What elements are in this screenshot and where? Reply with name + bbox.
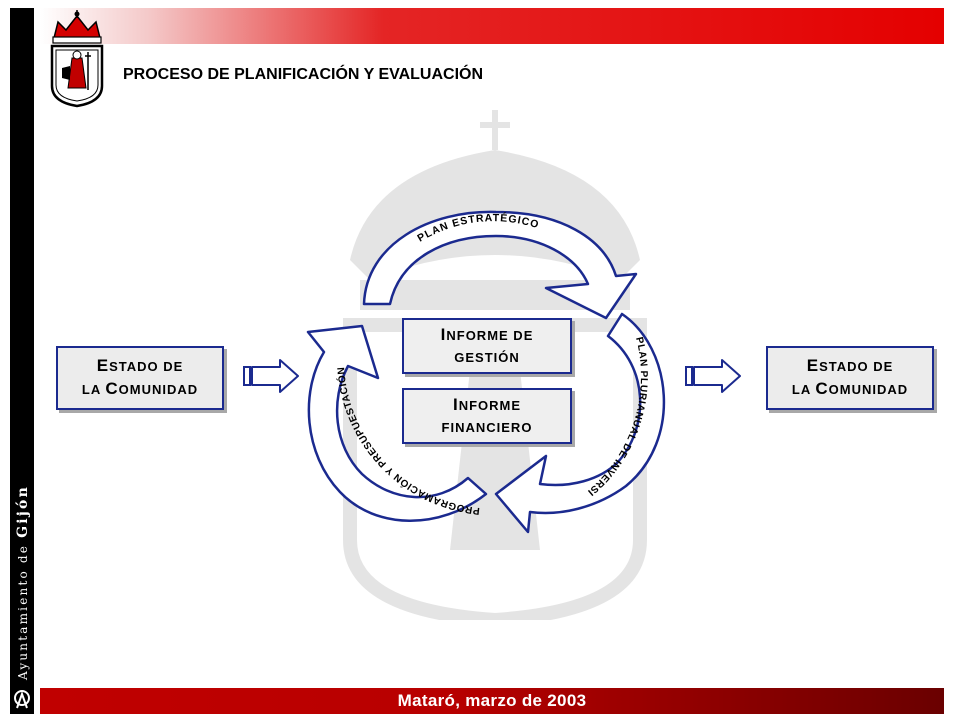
box-estado-comunidad-right: ESTADO DE LA COMUNIDAD <box>766 346 934 410</box>
arc-arrow-plan-plurianual <box>494 312 666 534</box>
sidebar-text-prefix: Ayuntamiento de <box>16 538 30 681</box>
left-block-arrow <box>243 359 299 393</box>
box-informe-gestion: INFORME DE GESTIÓN <box>402 318 572 374</box>
coat-of-arms-logo <box>50 10 104 108</box>
inner-top-line2: GESTIÓN <box>454 349 520 365</box>
inner-bottom-line2: FINANCIERO <box>441 419 533 435</box>
inner-bottom-line1-initial: I <box>452 394 459 414</box>
box-estado-comunidad-left: ESTADO DE LA COMUNIDAD <box>56 346 224 410</box>
sidebar-vertical-text: Ayuntamiento de Gijón <box>14 485 31 709</box>
right-box-line1-initial: E <box>806 356 820 375</box>
box-informe-financiero: INFORME FINANCIERO <box>402 388 572 444</box>
sidebar-text-city: Gijón <box>15 485 31 538</box>
left-sidebar-bar: Ayuntamiento de Gijón <box>10 8 34 714</box>
svg-text:Ayuntamiento de Gijón: Ayuntamiento de Gijón <box>15 485 31 681</box>
page-title: PROCESO DE PLANIFICACIÓN Y EVALUACIÓN <box>123 66 484 83</box>
right-box-line2-prefix: LA <box>791 382 816 397</box>
right-block-arrow <box>685 359 741 393</box>
left-box-line1: STADO DE <box>109 359 184 374</box>
right-box-line1: STADO DE <box>819 359 894 374</box>
inner-bottom-line1: NFORME <box>458 397 522 413</box>
left-box-line2-initial: C <box>105 379 119 398</box>
arc-arrow-programacion <box>306 324 488 522</box>
footer-band: Mataró, marzo de 2003 <box>40 688 944 714</box>
arc-arrow-plan-estrategico <box>362 210 638 320</box>
right-box-line2: OMUNIDAD <box>828 382 909 397</box>
right-box-line2-initial: C <box>815 379 829 398</box>
left-box-line2: OMUNIDAD <box>118 382 199 397</box>
inner-top-line1: NFORME DE <box>446 327 534 343</box>
header-band <box>40 8 944 44</box>
inner-top-line1-initial: I <box>440 324 447 344</box>
footer-text: Mataró, marzo de 2003 <box>397 691 587 710</box>
sidebar-emblem-icon <box>14 690 30 709</box>
left-box-line2-prefix: LA <box>81 382 106 397</box>
left-box-line1-initial: E <box>96 356 110 375</box>
